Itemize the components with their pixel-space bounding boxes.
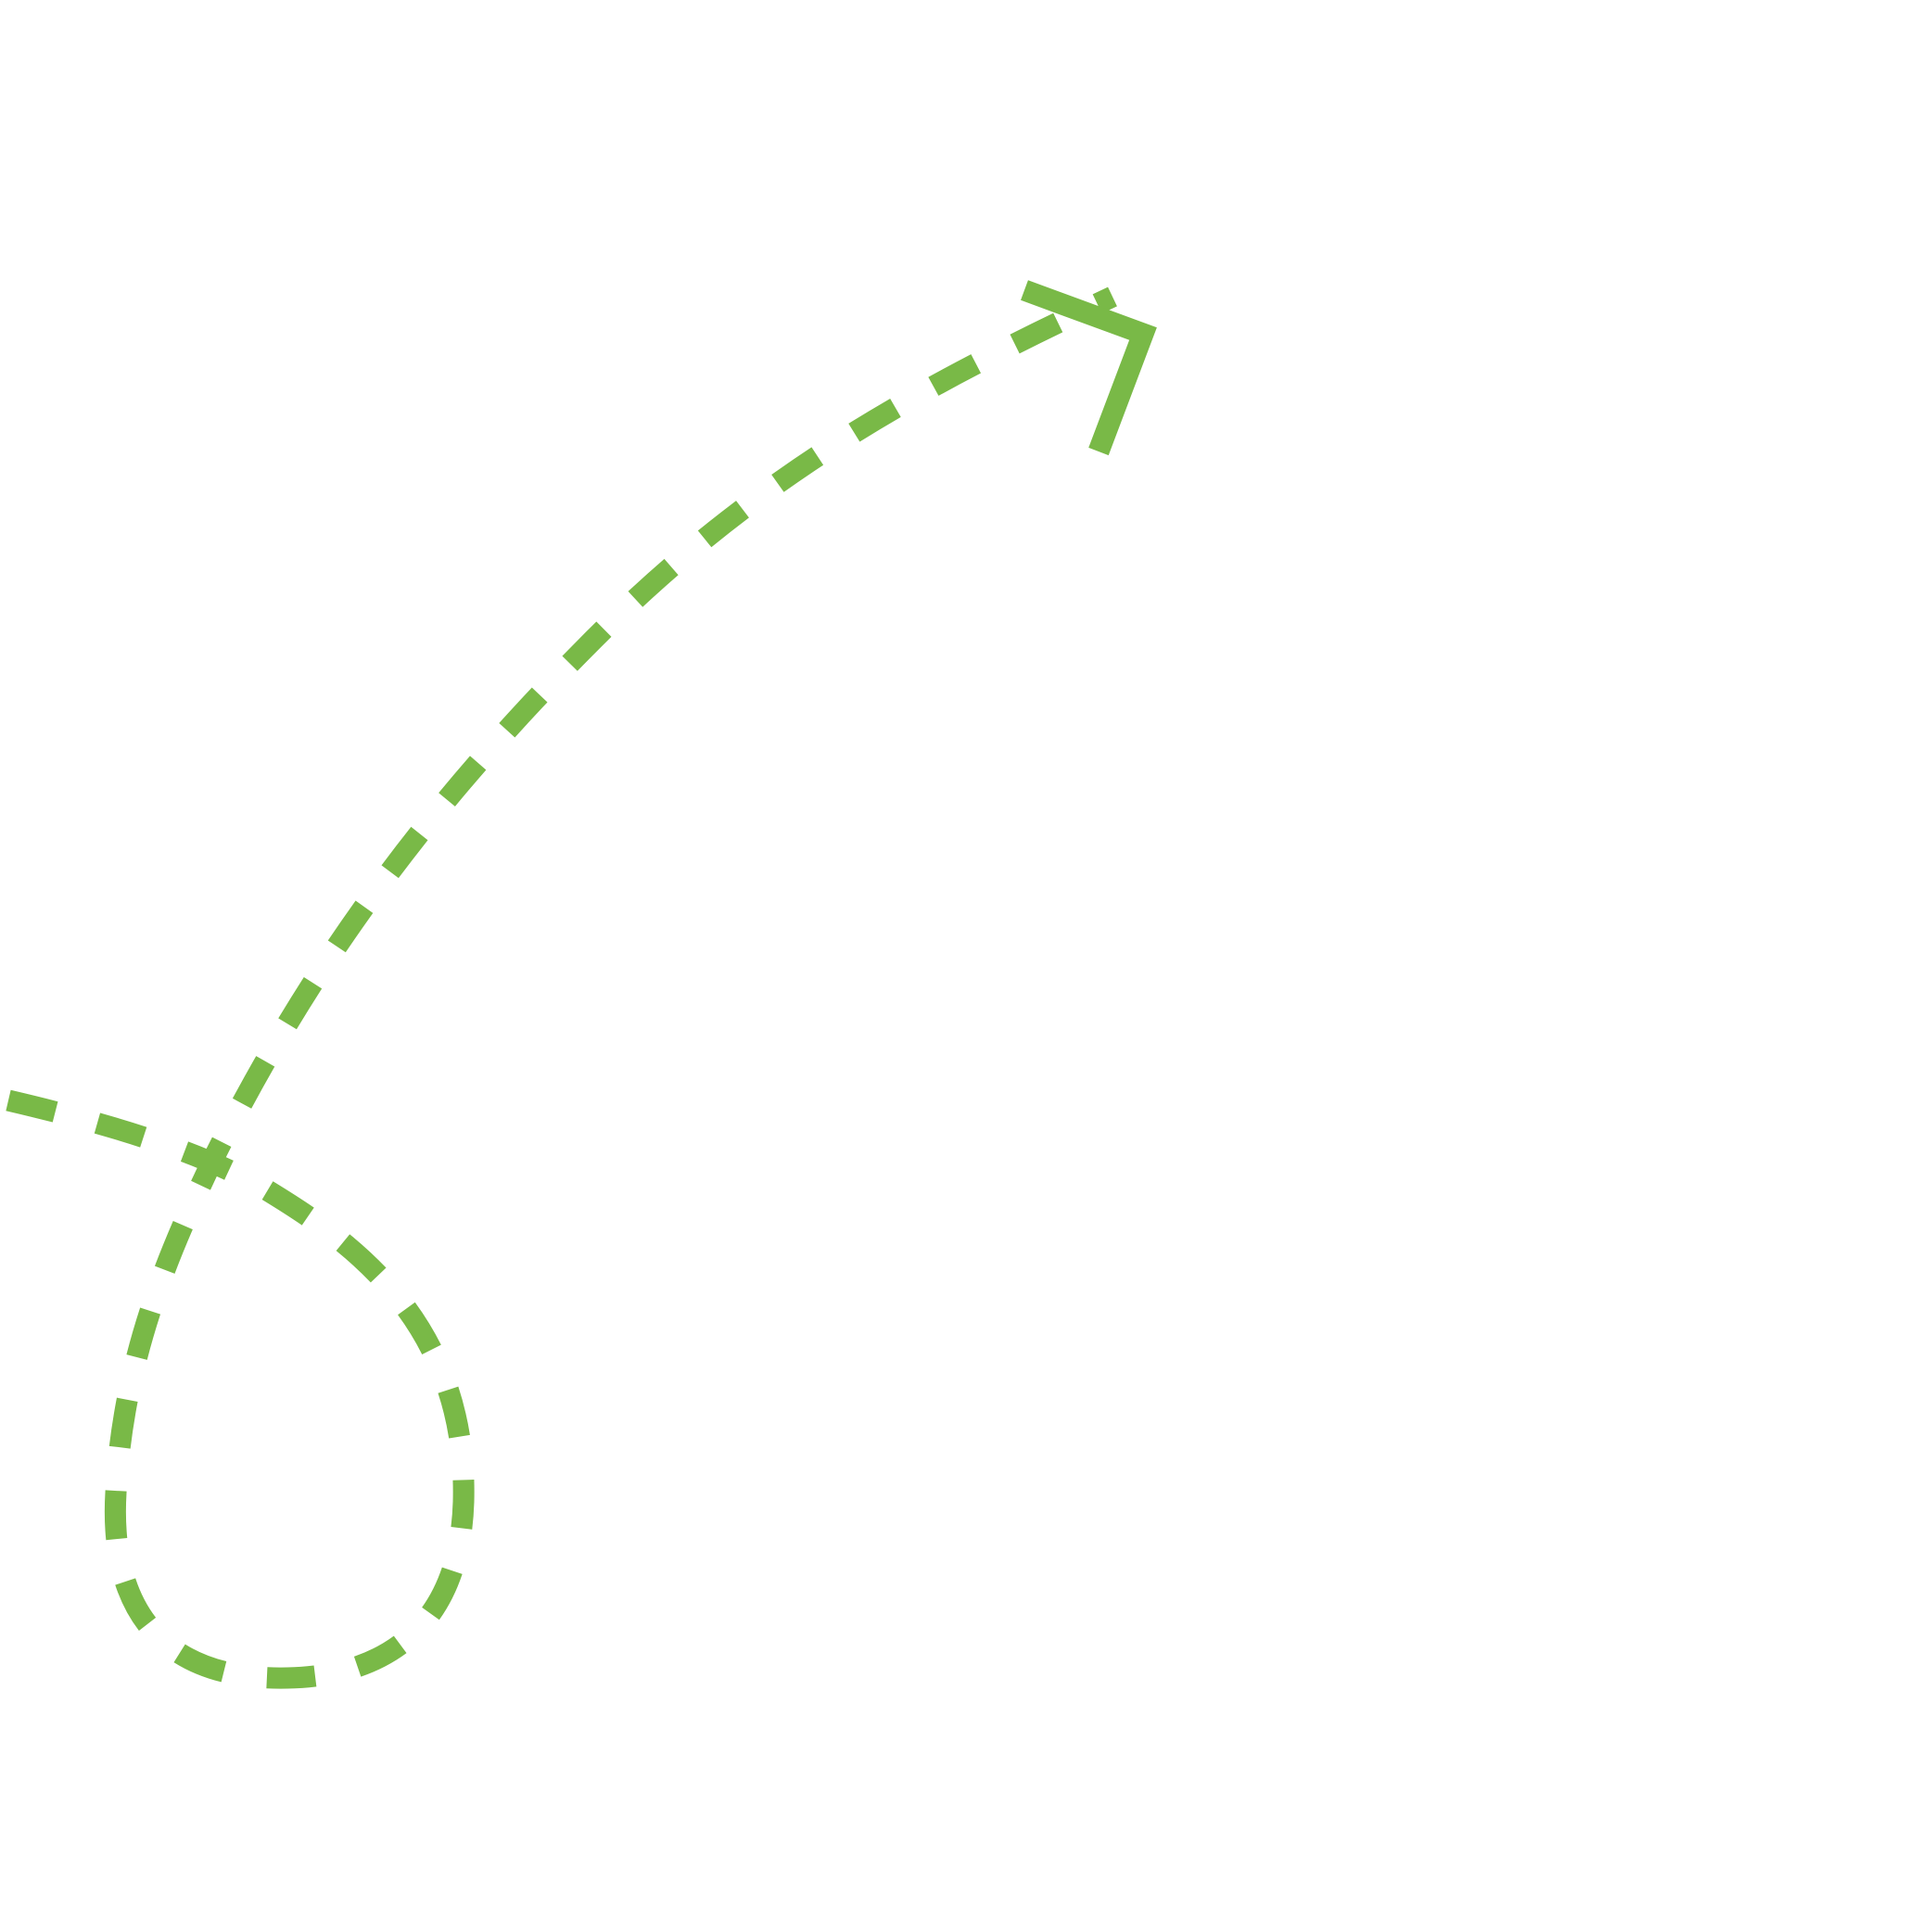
dashed-loop-path <box>6 286 1117 1689</box>
arrowhead <box>1021 280 1157 456</box>
